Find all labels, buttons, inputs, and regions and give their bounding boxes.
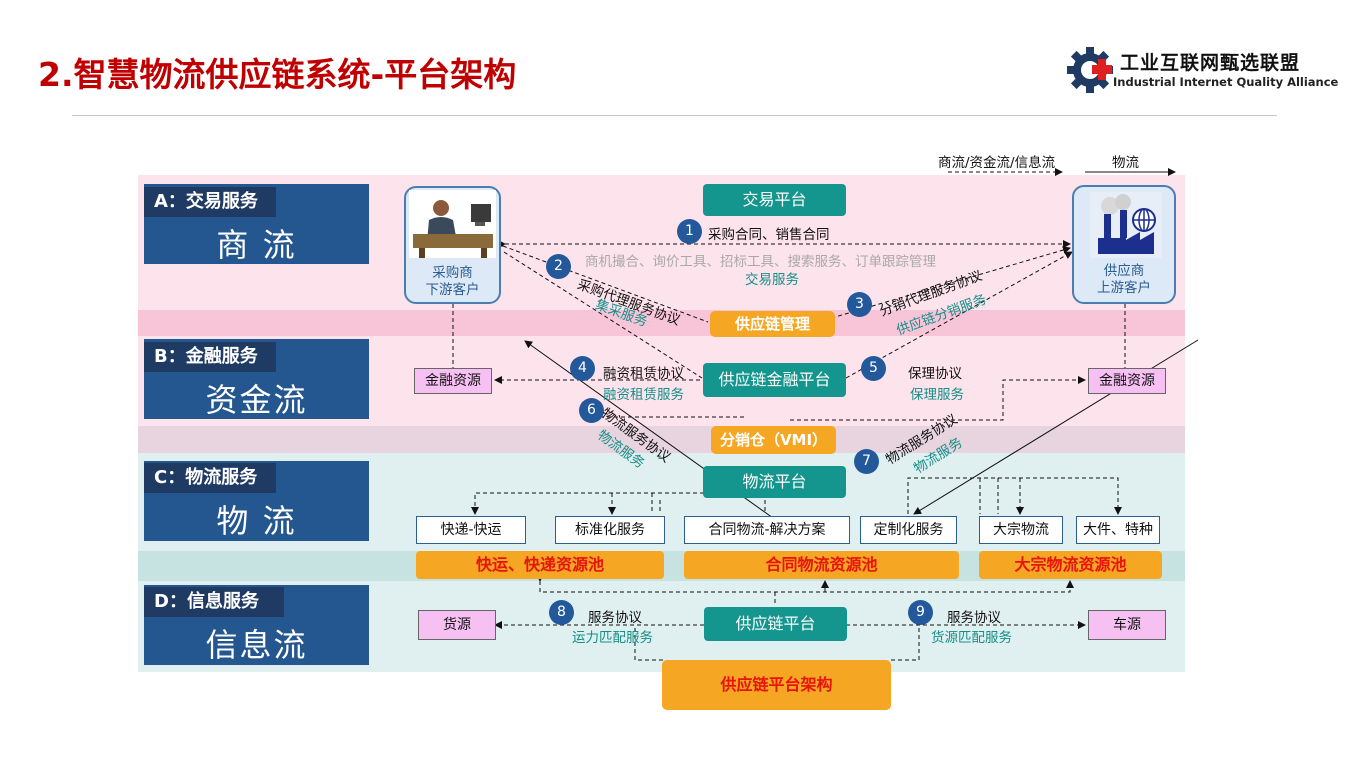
finance-resource-left[interactable]: 金融资源	[414, 368, 492, 394]
step-1-badge: 1	[677, 219, 702, 244]
pool-bulk[interactable]: 大宗物流资源池	[979, 551, 1162, 579]
step-8-service: 运力匹配服务	[572, 630, 653, 646]
supplier-label-1: 供应商	[1103, 263, 1145, 279]
service-contract[interactable]: 合同物流-解决方案	[684, 516, 850, 544]
lane-d-head: D：信息服务	[144, 587, 284, 617]
step-8-label: 服务协议	[588, 610, 642, 626]
step-9-service: 货源匹配服务	[931, 630, 1012, 646]
legend-dashed-label: 商流/资金流/信息流	[938, 155, 1056, 171]
finance-platform-box[interactable]: 供应链金融平台	[703, 363, 846, 397]
service-express[interactable]: 快递-快运	[416, 516, 526, 544]
band-vmi	[138, 426, 1185, 453]
pool-express[interactable]: 快运、快递资源池	[416, 551, 664, 579]
step-5-badge: 5	[861, 356, 886, 381]
lane-b-head: B：金融服务	[144, 342, 276, 372]
service-standard[interactable]: 标准化服务	[555, 516, 665, 544]
step-5-label: 保理协议	[908, 366, 962, 382]
page-title: 2.智慧物流供应链系统-平台架构	[38, 55, 517, 94]
lane-a-head: A：交易服务	[144, 187, 276, 217]
architecture-bar[interactable]: 供应链平台架构	[662, 660, 891, 710]
goods-source-box[interactable]: 货源	[418, 610, 496, 640]
service-bulk[interactable]: 大宗物流	[979, 516, 1063, 544]
gear-cross-logo-icon	[1067, 47, 1113, 93]
step-1-label: 采购合同、销售合同	[708, 227, 830, 243]
legend-solid-label: 物流	[1112, 155, 1139, 171]
lane-c-head: C：物流服务	[144, 463, 276, 493]
step-9-badge: 9	[908, 600, 933, 625]
trade-tools-label: 商机撮合、询价工具、招标工具、搜索服务、订单跟踪管理	[585, 254, 936, 270]
logo-chinese-text: 工业互联网甄选联盟	[1120, 52, 1301, 74]
step-3-badge: 3	[847, 292, 872, 317]
lane-b-title: 资金流	[205, 381, 308, 419]
step-8-badge: 8	[549, 600, 574, 625]
trade-service-label: 交易服务	[745, 272, 799, 288]
step-4-service: 融资租赁服务	[603, 387, 684, 403]
step-6-badge: 6	[579, 398, 604, 423]
step-2-badge: 2	[546, 254, 571, 279]
logistics-platform-box[interactable]: 物流平台	[703, 466, 846, 498]
service-oversize[interactable]: 大件、特种	[1076, 516, 1160, 544]
header-divider	[72, 115, 1277, 116]
step-4-label: 融资租赁协议	[603, 366, 684, 382]
lane-a-title: 商 流	[216, 226, 297, 264]
step-7-badge: 7	[854, 449, 879, 474]
logo-english-text: Industrial Internet Quality Alliance	[1113, 75, 1339, 89]
band-scm	[138, 310, 1185, 336]
lane-c-title: 物 流	[216, 502, 297, 540]
service-custom[interactable]: 定制化服务	[860, 516, 957, 544]
buyer-label-1: 采购商	[432, 265, 473, 281]
lane-d-title: 信息流	[205, 626, 308, 664]
step-5-service: 保理服务	[910, 387, 964, 403]
pool-contract[interactable]: 合同物流资源池	[684, 551, 959, 579]
vehicle-source-box[interactable]: 车源	[1088, 610, 1166, 640]
factory-icon	[1090, 192, 1162, 258]
supplier-label-2: 上游客户	[1097, 280, 1151, 296]
scp-platform-box[interactable]: 供应链平台	[704, 607, 847, 641]
buyer-person-icon	[409, 190, 496, 258]
buyer-label-2: 下游客户	[425, 282, 480, 298]
trade-platform-box[interactable]: 交易平台	[703, 184, 846, 216]
scm-bar[interactable]: 供应链管理	[710, 311, 835, 337]
vmi-bar[interactable]: 分销仓（VMI）	[711, 426, 836, 454]
finance-resource-right[interactable]: 金融资源	[1088, 368, 1166, 394]
step-4-badge: 4	[570, 356, 595, 381]
step-9-label: 服务协议	[947, 610, 1001, 626]
